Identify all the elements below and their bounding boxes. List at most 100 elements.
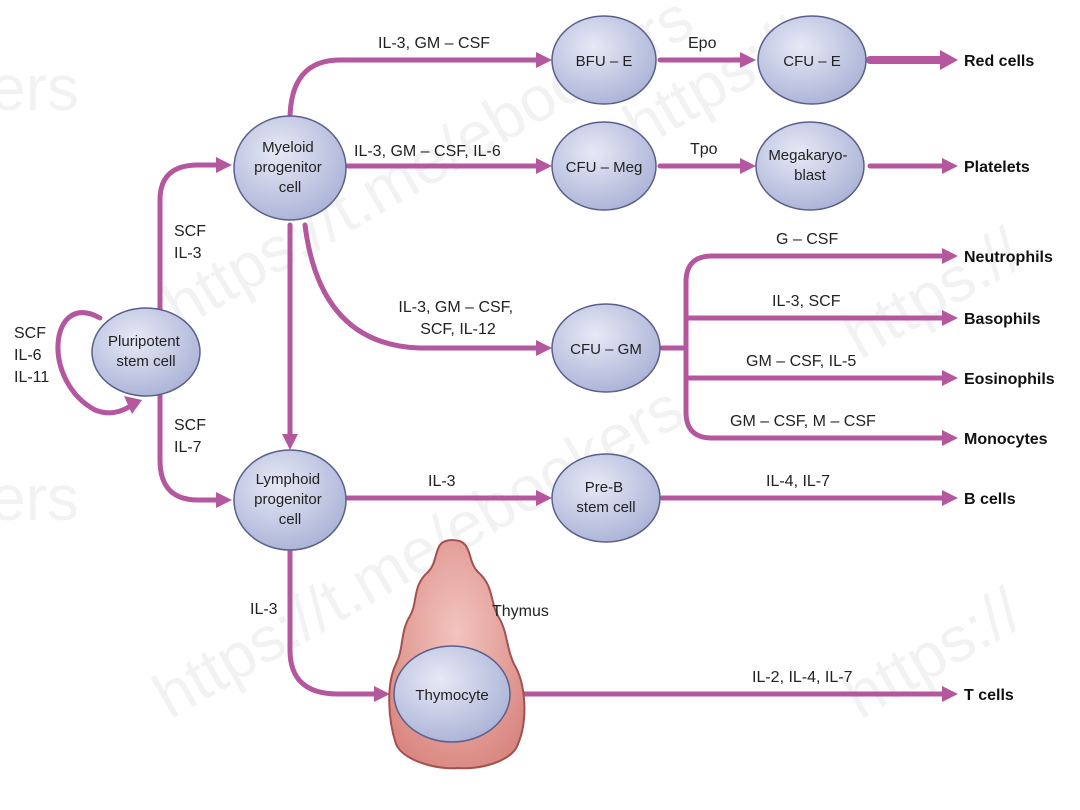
- arrowhead: [740, 158, 756, 174]
- output-red-cells: Red cells: [964, 53, 1034, 70]
- myeloid-to-cfu-gm-path: [302, 222, 543, 351]
- lymphoid-progenitor-cell: [233, 449, 347, 551]
- arrowhead: [942, 490, 958, 506]
- megakaryoblast-cell: [755, 121, 865, 211]
- label-line: cell: [279, 511, 302, 528]
- connector-paths: [55, 56, 949, 697]
- pluripotent-to-myeloid-path: [157, 162, 228, 313]
- output-platelets: Platelets: [964, 159, 1030, 176]
- cfu-e-cell: [757, 15, 867, 105]
- label-line: progenitor: [254, 159, 322, 176]
- output-basophils: Basophils: [964, 311, 1041, 328]
- arrowhead: [536, 158, 552, 174]
- thymus-label: Thymus: [492, 603, 549, 620]
- factor-line: IL-7: [174, 439, 202, 456]
- myeloid-progenitor-cell: [233, 115, 347, 221]
- to-b-cells-factors: IL-4, IL-7: [766, 473, 830, 490]
- pluripotent-stem-cell-label: Pluripotent stem cell: [108, 333, 184, 370]
- to-bfu-e-factors: IL-3, GM – CSF: [378, 35, 490, 52]
- output-labels: Red cells Platelets Neutrophils Basophil…: [964, 53, 1055, 704]
- epo-label: Epo: [688, 35, 717, 52]
- label-line: Myeloid: [262, 139, 314, 156]
- output-eosinophils: Eosinophils: [964, 371, 1055, 388]
- label-line: Pluripotent: [108, 333, 181, 350]
- arrowhead: [536, 340, 552, 356]
- arrowhead: [536, 52, 552, 68]
- output-neutrophils: Neutrophils: [964, 249, 1053, 266]
- cfu-gm-label: CFU – GM: [570, 341, 642, 358]
- watermark-text: ers: [0, 462, 79, 534]
- factor-labels: SCF IL-6 IL-11 SCF IL-3 SCF IL-7 IL-3, G…: [14, 35, 876, 686]
- factor-line: IL-3: [174, 245, 202, 262]
- arrowhead: [536, 490, 552, 506]
- label-line: Lymphoid: [256, 471, 320, 488]
- factor-line: IL-11: [14, 369, 49, 386]
- arrowhead: [124, 396, 142, 414]
- label-line: progenitor: [254, 491, 322, 508]
- watermark-text: https://: [831, 574, 1034, 733]
- pluripotent-to-lymphoid-path: [157, 385, 228, 503]
- label-line: Pre-B: [585, 479, 623, 496]
- cfu-gm-to-neutrophils-path: [683, 253, 948, 351]
- cfu-gm-to-monocytes-path: [683, 345, 948, 441]
- self-renewal-loop: [55, 310, 135, 416]
- thymocyte-cell: [393, 645, 511, 743]
- to-t-cells-factors: IL-2, IL-4, IL-7: [752, 669, 853, 686]
- factor-line: IL-6: [14, 347, 42, 364]
- output-monocytes: Monocytes: [964, 431, 1048, 448]
- label-line: Megakaryo-: [768, 147, 847, 164]
- pluripotent-stem-cell: [91, 307, 201, 397]
- to-neutrophils-factors: G – CSF: [776, 231, 838, 248]
- arrowhead: [942, 370, 958, 386]
- arrowhead: [216, 157, 232, 173]
- cell-nodes: Pluripotent stem cell Myeloid progenitor…: [91, 15, 867, 743]
- pre-b-stem-cell: [551, 453, 661, 543]
- arrowhead: [942, 430, 958, 446]
- thymocyte-label: Thymocyte: [415, 687, 488, 704]
- bfu-e-label: BFU – E: [576, 53, 633, 70]
- arrowhead: [374, 686, 390, 702]
- to-pre-b-factors: IL-3: [428, 473, 456, 490]
- to-lymphoid-factors: SCF IL-7: [174, 417, 210, 456]
- myeloid-progenitor-cell-label: Myeloid progenitor cell: [254, 139, 326, 196]
- label-line: stem cell: [576, 499, 635, 516]
- lymphoid-progenitor-cell-label: Lymphoid progenitor cell: [254, 471, 326, 528]
- myeloid-to-bfu-e-path: [287, 57, 543, 123]
- factor-line: SCF, IL-12: [420, 321, 496, 338]
- factor-line: IL-3, GM – CSF,: [398, 299, 513, 316]
- to-cfu-gm-factors: IL-3, GM – CSF, SCF, IL-12: [398, 299, 517, 338]
- arrowhead: [942, 158, 958, 174]
- arrowhead: [942, 310, 958, 326]
- to-eosinophils-factors: GM – CSF, IL-5: [746, 353, 856, 370]
- label-line: blast: [794, 167, 827, 184]
- factor-line: SCF: [174, 417, 206, 434]
- to-cfu-meg-factors: IL-3, GM – CSF, IL-6: [354, 143, 501, 160]
- lymphoid-to-thymocyte-path: [287, 545, 381, 697]
- cfu-e-label: CFU – E: [783, 53, 841, 70]
- factor-line: SCF: [174, 223, 206, 240]
- bfu-e-cell: [551, 15, 657, 105]
- cfu-meg-label: CFU – Meg: [566, 159, 643, 176]
- arrowhead: [942, 248, 958, 264]
- output-b-cells: B cells: [964, 491, 1016, 508]
- label-line: stem cell: [116, 353, 175, 370]
- label-line: cell: [279, 179, 302, 196]
- to-thymocyte-factors: IL-3: [250, 601, 278, 618]
- cfu-meg-cell: [551, 121, 657, 211]
- arrowhead: [216, 492, 232, 508]
- to-myeloid-factors: SCF IL-3: [174, 223, 210, 262]
- pre-b-stem-cell-label: Pre-B stem cell: [576, 479, 635, 516]
- self-renewal-factors: SCF IL-6 IL-11: [14, 325, 50, 386]
- tpo-label: Tpo: [690, 141, 718, 158]
- watermark-text: ers: [0, 52, 79, 124]
- watermark-text: https://: [831, 214, 1034, 373]
- to-basophils-factors: IL-3, SCF: [772, 293, 841, 310]
- arrowheads: [124, 50, 958, 702]
- megakaryoblast-label: Megakaryo- blast: [768, 147, 851, 184]
- factor-line: SCF: [14, 325, 46, 342]
- arrowhead: [740, 52, 756, 68]
- to-monocytes-factors: GM – CSF, M – CSF: [730, 413, 876, 430]
- arrowhead: [942, 686, 958, 702]
